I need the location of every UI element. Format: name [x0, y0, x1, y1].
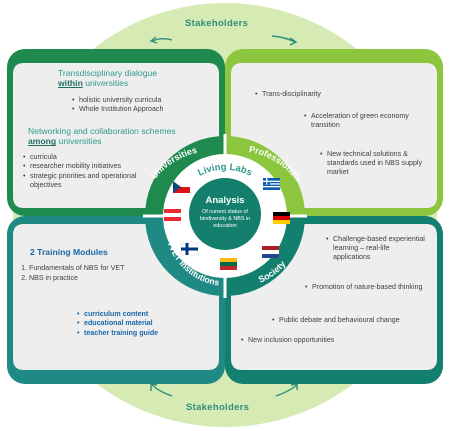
arrow-top-left [151, 38, 173, 42]
stakeholders-top-label: Stakeholders [185, 18, 249, 29]
lithuania-flag [220, 258, 237, 270]
list-item: Trans-disciplinarity [255, 90, 365, 99]
czech-flag [173, 181, 190, 193]
analysis-title: Analysis [205, 195, 245, 206]
universities-heading-2: Networking and collaboration schemes amo… [28, 126, 176, 147]
list-item: New technical solutions & standards used… [320, 150, 430, 177]
list-item: researcher mobility initiatives [23, 162, 141, 171]
professionals-list-1: Trans-disciplinarity [255, 90, 365, 102]
stakeholders-bottom-label: Stakeholders [186, 402, 250, 413]
list-item: NBS in practice [29, 273, 179, 283]
training-modules-list: Fundamentals of NBS for VET NBS in pract… [15, 263, 179, 284]
universities-list-1: holistic university curricula Whole Inst… [72, 96, 212, 115]
universities-heading-1: Transdisciplinary dialogue within univer… [58, 68, 158, 89]
netherlands-flag [262, 246, 279, 258]
list-item: Public debate and behavioural change [272, 316, 432, 325]
society-list-1: Challenge-based experiential learning – … [326, 235, 426, 265]
list-item: Promotion of nature-based thinking [305, 283, 425, 292]
list-item: Whole Institution Approach [72, 105, 212, 114]
list-item: Acceleration of green economy transition [304, 112, 414, 130]
universities-list-2: curricula researcher mobility initiative… [23, 153, 141, 190]
list-item: educational material [77, 319, 207, 328]
arrow-bottom-left [151, 384, 173, 397]
society-list-2: Promotion of nature-based thinking [305, 283, 425, 295]
society-list-4: New inclusion opportunities [241, 336, 401, 348]
austria-flag [164, 209, 181, 221]
list-item: Challenge-based experiential learning – … [326, 235, 426, 262]
list-item: New inclusion opportunities [241, 336, 401, 345]
analysis-circle [189, 178, 261, 250]
list-item: teacher training guide [77, 329, 207, 338]
list-item: holistic university curricula [72, 96, 212, 105]
professionals-list-3: New technical solutions & standards used… [320, 150, 430, 180]
list-item: curricula [23, 153, 141, 162]
analysis-subtitle: Of current status of biodiversity & NBS … [199, 209, 251, 229]
living-labs-label: Living Labs [196, 162, 254, 179]
tvet-outputs-list: curriculum content educational material … [77, 310, 207, 338]
germany-flag [273, 212, 290, 224]
society-list-3: Public debate and behavioural change [272, 316, 432, 328]
training-modules-heading: 2 Training Modules [30, 247, 108, 257]
arrow-top-right [271, 35, 296, 43]
arrow-bottom-right [275, 384, 298, 397]
professionals-list-2: Acceleration of green economy transition [304, 112, 414, 133]
list-item: curriculum content [77, 310, 207, 319]
greece-flag [263, 178, 280, 190]
list-item: strategic priorities and operational obj… [23, 172, 141, 190]
list-item: Fundamentals of NBS for VET [29, 263, 179, 273]
finland-flag [180, 242, 199, 256]
